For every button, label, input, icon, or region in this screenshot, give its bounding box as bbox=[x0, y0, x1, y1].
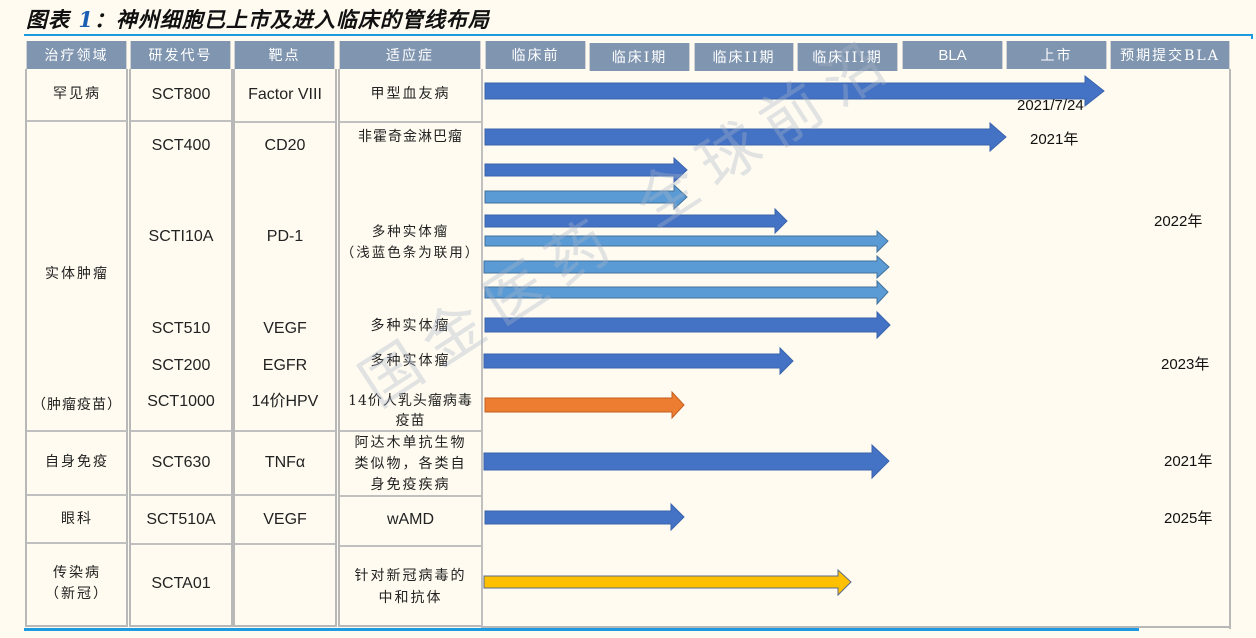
area-solid-tumor: 实体肿瘤 bbox=[45, 266, 109, 282]
area-infectious-disease: 传染病 （新冠） bbox=[45, 565, 109, 602]
figure-number: 1 bbox=[78, 7, 94, 32]
indication-nhl: 非霍奇金淋巴瘤 bbox=[358, 129, 463, 145]
indication-hemophilia-a: 甲型血友病 bbox=[370, 86, 451, 102]
header-bla: BLA bbox=[902, 41, 1003, 69]
year-label-sct800: 2021/7/24 bbox=[1017, 97, 1084, 114]
row-divider bbox=[27, 494, 127, 496]
header-rd-code: 研发代号 bbox=[130, 41, 231, 69]
arrow-scti10a-1 bbox=[484, 156, 688, 184]
header-phase1: 临床I期 bbox=[589, 43, 690, 71]
header-preclinical: 临床前 bbox=[485, 41, 586, 69]
year-label-sct510a: 2025年 bbox=[1164, 510, 1213, 527]
indication-solid-tumors-combo: 多种实体瘤 （浅蓝色条为联用） bbox=[340, 224, 481, 261]
area-tumor-vaccine: （肿瘤疫苗） bbox=[32, 397, 122, 413]
code-sct510: SCT510 bbox=[151, 320, 211, 337]
arrow-sct200 bbox=[483, 346, 794, 376]
area-ophthalmology: 眼科 bbox=[61, 511, 93, 527]
bottom-rule bbox=[24, 628, 1139, 631]
code-sct1000: SCT1000 bbox=[147, 393, 215, 410]
top-rule-tick bbox=[1251, 34, 1253, 39]
row-divider bbox=[131, 494, 231, 496]
code-sct200: SCT200 bbox=[151, 357, 211, 374]
header-therapy-area: 治疗领域 bbox=[26, 41, 127, 69]
arrow-scti10a-6-combo bbox=[484, 279, 889, 306]
row-divider bbox=[131, 543, 231, 545]
row-divider bbox=[235, 543, 335, 545]
row-divider bbox=[235, 494, 335, 496]
arrow-scti10a-5-combo bbox=[483, 254, 890, 280]
figure-title: 图表 1：神州细胞已上市及进入临床的管线布局 bbox=[26, 4, 490, 34]
timeline-right-border bbox=[1229, 69, 1231, 629]
year-label-sct630: 2021年 bbox=[1164, 453, 1213, 470]
indication-adalimumab-biosimilar: 阿达木单抗生物 类似物，各类自 身免疫疾病 bbox=[354, 435, 467, 493]
arrow-sct630 bbox=[483, 443, 890, 480]
figure-title-prefix: 图表 bbox=[26, 7, 79, 32]
indication-covid-antibody: 针对新冠病毒的 中和抗体 bbox=[354, 568, 467, 606]
timeline-left-border bbox=[481, 69, 483, 629]
row-divider bbox=[235, 430, 335, 432]
arrow-scti10a-4-combo bbox=[484, 229, 889, 254]
row-divider bbox=[340, 121, 481, 123]
year-label-scti10a: 2022年 bbox=[1154, 213, 1203, 230]
arrow-sct400 bbox=[484, 121, 1007, 153]
target-egfr: EGFR bbox=[262, 357, 308, 374]
row-divider bbox=[27, 120, 127, 122]
code-scta01: SCTA01 bbox=[151, 575, 211, 592]
code-sct400: SCT400 bbox=[151, 137, 211, 154]
target-factor-viii: Factor VIII bbox=[248, 86, 322, 103]
arrow-sct510a bbox=[484, 502, 685, 532]
indication-solid-tumors-sct200: 多种实体瘤 bbox=[370, 353, 451, 369]
row-divider bbox=[340, 495, 481, 497]
target-cd20: CD20 bbox=[264, 137, 306, 154]
figure-title-text: ：神州细胞已上市及进入临床的管线布局 bbox=[93, 7, 490, 32]
indication-hpv-vaccine: 14价人乳头瘤病毒 疫苗 bbox=[348, 393, 473, 429]
target-tnfa: TNFα bbox=[264, 454, 306, 471]
row-divider bbox=[27, 542, 127, 544]
arrow-sct800 bbox=[484, 74, 1105, 108]
column-target bbox=[233, 69, 337, 627]
column-rd-code bbox=[129, 69, 233, 627]
code-sct630: SCT630 bbox=[151, 454, 211, 471]
header-target: 靶点 bbox=[234, 41, 335, 69]
arrow-scti10a-2-combo bbox=[484, 183, 688, 211]
row-divider bbox=[340, 430, 481, 432]
target-vegf-ophth: VEGF bbox=[263, 511, 307, 528]
year-label-sct200: 2023年 bbox=[1161, 356, 1210, 373]
top-rule bbox=[24, 34, 1253, 36]
arrow-sct1000 bbox=[484, 390, 685, 420]
indication-wamd: wAMD bbox=[386, 511, 435, 528]
row-divider bbox=[131, 430, 231, 432]
target-pd1: PD-1 bbox=[266, 228, 304, 245]
area-rare-disease: 罕见病 bbox=[53, 86, 101, 102]
indication-solid-tumors-sct510: 多种实体瘤 bbox=[370, 318, 451, 334]
header-expected-bla: 预期提交BLA bbox=[1110, 41, 1230, 69]
code-scti10a: SCTI10A bbox=[148, 228, 214, 245]
arrow-scta01 bbox=[483, 568, 852, 597]
year-label-sct400: 2021年 bbox=[1030, 131, 1079, 148]
header-indication: 适应症 bbox=[339, 41, 481, 69]
arrow-scti10a-3 bbox=[484, 207, 788, 235]
header-phase2: 临床II期 bbox=[694, 43, 794, 71]
column-therapy-area bbox=[25, 69, 128, 627]
row-divider bbox=[340, 545, 481, 547]
target-14-hpv: 14价HPV bbox=[251, 393, 319, 410]
timeline-bottom-border bbox=[481, 626, 1231, 628]
header-phase3: 临床III期 bbox=[797, 43, 898, 71]
target-vegf: VEGF bbox=[263, 320, 307, 337]
code-sct510a: SCT510A bbox=[146, 511, 216, 528]
row-divider bbox=[27, 430, 127, 432]
arrow-sct510 bbox=[484, 310, 891, 340]
area-autoimmune: 自身免疫 bbox=[45, 454, 109, 470]
row-divider bbox=[131, 120, 231, 122]
header-launch: 上市 bbox=[1006, 41, 1107, 69]
row-divider bbox=[235, 121, 335, 123]
code-sct800: SCT800 bbox=[151, 86, 211, 103]
